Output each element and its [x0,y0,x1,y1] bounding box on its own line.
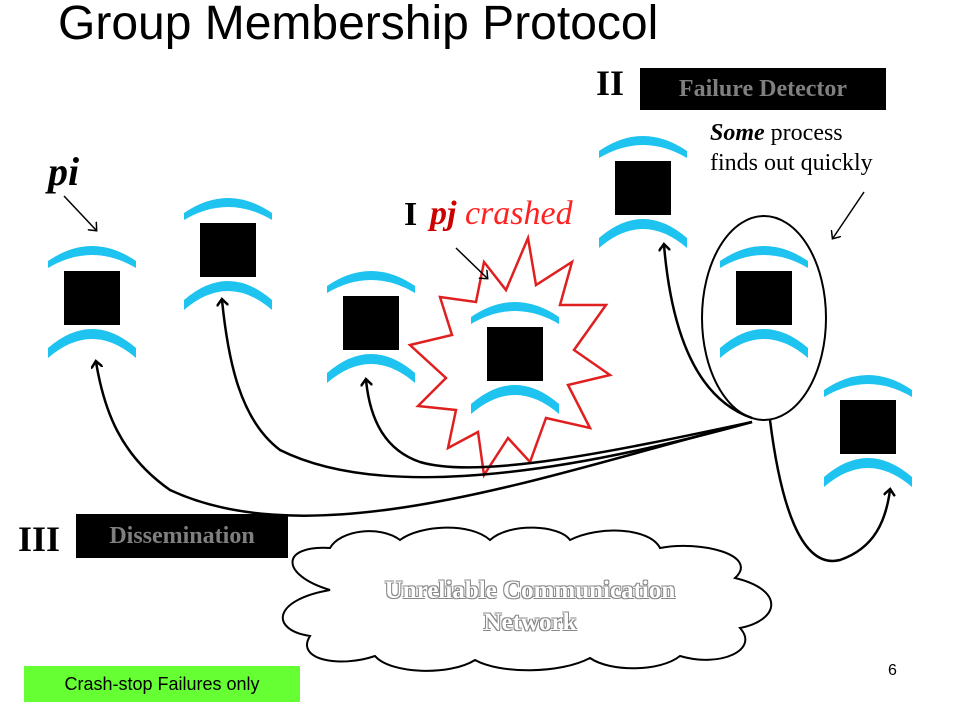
step-2-number: II [596,63,625,103]
process-word: process [764,120,843,146]
pi-label: pi [48,149,80,194]
pj-pointer [455,247,487,278]
page-number: 6 [888,662,897,679]
some-process-line: Some process [710,118,873,148]
arrow-to-process-2 [222,300,753,479]
failure-detector-label: Failure Detector [640,68,886,110]
process-2 [184,198,272,310]
arrow-to-process-3 [366,380,753,469]
arrow-to-pi [96,362,753,517]
arrow-to-process-7 [768,419,890,563]
network-line-1: Unreliable Communication [384,577,676,604]
process-detector [720,246,808,358]
detector-ellipse [701,215,827,421]
network-cloud [281,526,773,672]
step-1-number: I [404,196,418,233]
slide-title: Group Membership Protocol [58,0,659,50]
network-label: Unreliable Communication Network [330,575,730,639]
pi-pointer [63,195,96,230]
process-7 [824,375,912,487]
pj-label: pj [430,195,457,232]
arrow-to-process-5 [664,245,753,420]
crashed-label: crashed [464,195,573,232]
step-3-number: III [18,519,61,559]
crash-stop-badge: Crash-stop Failures only [24,666,300,702]
process-pi [48,246,136,358]
some-process-note: Some process finds out quickly [710,118,873,178]
finds-out-line: finds out quickly [710,150,873,176]
some-emphasis: Some [710,120,765,146]
process-5 [599,136,687,248]
process-pj [471,302,559,414]
network-line-2: Network [483,609,577,636]
pj-crashed-label: pj crashed [430,195,573,233]
some-process-pointer [833,191,865,238]
dissemination-label: Dissemination [76,514,288,558]
process-3 [327,271,415,383]
